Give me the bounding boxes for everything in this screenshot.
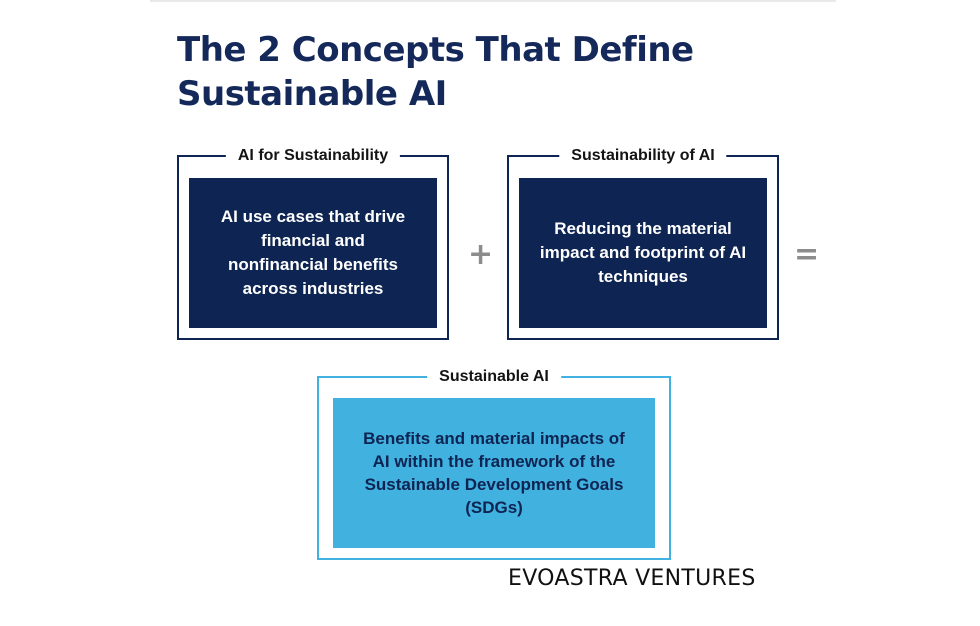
page-title: The 2 Concepts That Define Sustainable A… [177, 28, 694, 116]
concept-label: Sustainability of AI [559, 145, 727, 167]
result-label: Sustainable AI [427, 366, 561, 388]
concept-ai-for-sustainability: AI for Sustainability AI use cases that … [177, 145, 449, 340]
top-divider [150, 0, 836, 2]
concept-sustainability-of-ai: Sustainability of AI Reducing the materi… [507, 145, 779, 340]
result-sustainable-ai: Sustainable AI Benefits and material imp… [317, 366, 671, 560]
concept-description: AI use cases that drive financial and no… [189, 178, 437, 328]
title-line-1: The 2 Concepts That Define [177, 30, 694, 70]
concept-label: AI for Sustainability [225, 145, 401, 167]
equals-operator: = [794, 237, 820, 272]
brand-watermark: EVOASTRA VENTURES [508, 566, 756, 591]
concept-description: Reducing the material impact and footpri… [519, 178, 767, 328]
title-line-2: Sustainable AI [177, 74, 447, 114]
result-description: Benefits and material impacts of AI with… [333, 398, 655, 548]
plus-operator: + [468, 237, 494, 272]
